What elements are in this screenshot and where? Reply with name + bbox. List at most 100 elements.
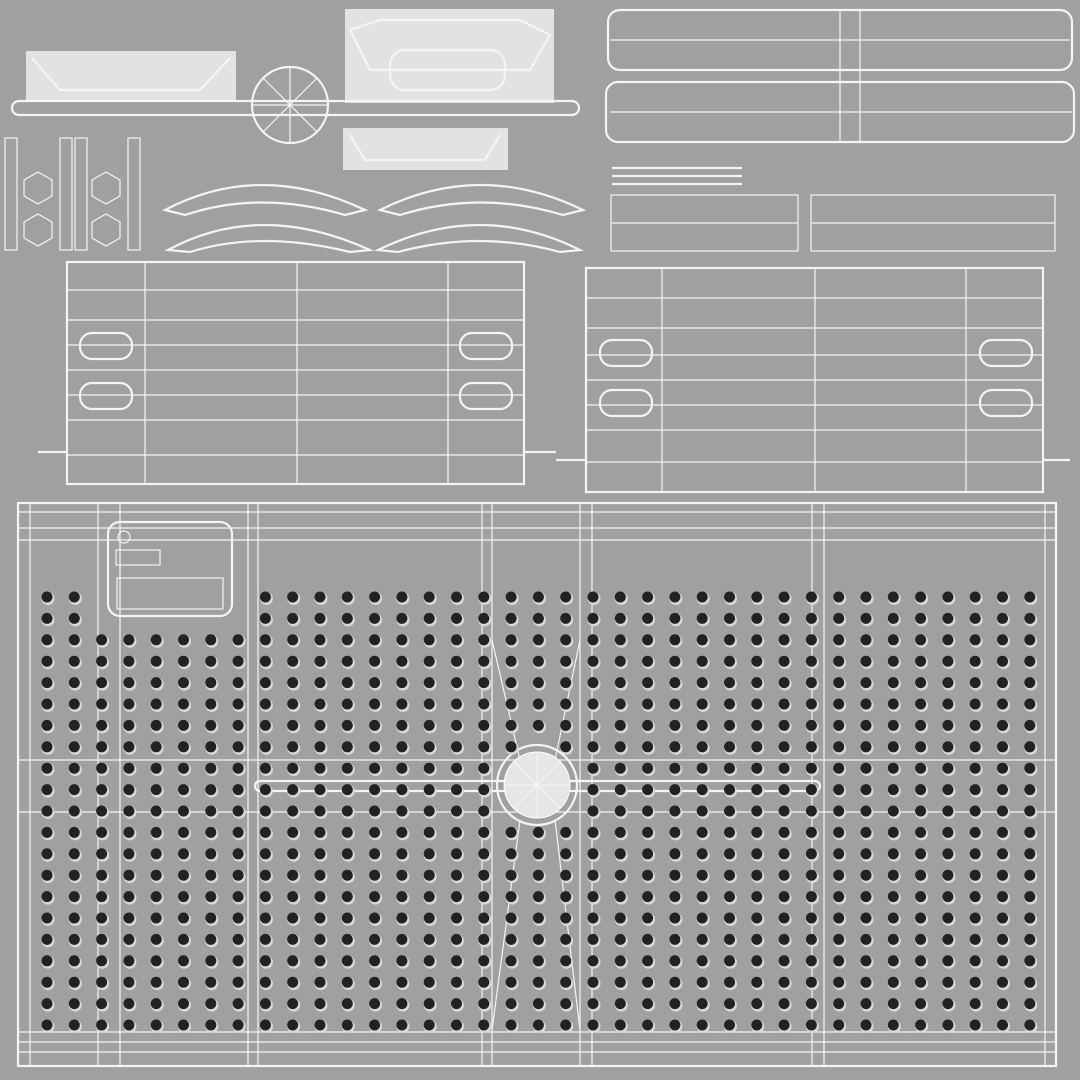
- hole: [396, 1019, 408, 1031]
- hole: [669, 677, 681, 689]
- hole: [614, 741, 626, 753]
- hole: [369, 655, 381, 667]
- hole: [887, 826, 899, 838]
- hole: [614, 719, 626, 731]
- hole: [587, 998, 599, 1010]
- hole: [232, 805, 244, 817]
- hole: [232, 1019, 244, 1031]
- hole: [259, 677, 271, 689]
- hole: [778, 762, 790, 774]
- hole: [232, 869, 244, 881]
- hole: [887, 891, 899, 903]
- hole: [68, 762, 80, 774]
- hole: [942, 591, 954, 603]
- hole: [314, 634, 326, 646]
- hole: [314, 762, 326, 774]
- hole: [478, 891, 490, 903]
- hole: [478, 677, 490, 689]
- hole: [805, 998, 817, 1010]
- hole: [232, 655, 244, 667]
- hole: [1024, 612, 1036, 624]
- center-knob: [495, 743, 579, 827]
- hole: [887, 655, 899, 667]
- hole: [205, 848, 217, 860]
- hole: [642, 848, 654, 860]
- hole: [96, 998, 108, 1010]
- hole: [614, 912, 626, 924]
- hole: [915, 998, 927, 1010]
- hole: [314, 848, 326, 860]
- hole: [396, 591, 408, 603]
- hole: [942, 719, 954, 731]
- hole: [669, 976, 681, 988]
- hole: [915, 634, 927, 646]
- hole: [915, 762, 927, 774]
- hole: [259, 719, 271, 731]
- hole: [532, 719, 544, 731]
- hole: [96, 741, 108, 753]
- hole: [805, 591, 817, 603]
- hole: [478, 741, 490, 753]
- hole: [287, 805, 299, 817]
- hole: [68, 612, 80, 624]
- hole: [724, 677, 735, 689]
- hole: [614, 1019, 626, 1031]
- hole: [997, 719, 1008, 731]
- hole: [1024, 698, 1036, 710]
- hole: [178, 826, 189, 838]
- hole: [778, 998, 790, 1010]
- hole: [969, 677, 981, 689]
- hole: [423, 933, 435, 945]
- hole: [259, 976, 271, 988]
- hole: [915, 912, 927, 924]
- hole: [614, 869, 626, 881]
- hole: [915, 1019, 927, 1031]
- hole: [642, 998, 654, 1010]
- hole: [942, 933, 954, 945]
- hole: [642, 719, 654, 731]
- hole: [642, 612, 654, 624]
- hole: [41, 869, 53, 881]
- hole: [997, 826, 1008, 838]
- hole: [341, 912, 353, 924]
- control-box: [106, 520, 234, 618]
- hole: [287, 826, 299, 838]
- hole: [915, 677, 927, 689]
- hole: [833, 805, 845, 817]
- hole: [369, 955, 381, 967]
- hole: [724, 655, 735, 667]
- hole: [751, 655, 763, 667]
- hole: [696, 612, 708, 624]
- hole: [259, 912, 271, 924]
- hole: [341, 891, 353, 903]
- hole: [341, 933, 353, 945]
- hole: [478, 1019, 490, 1031]
- hole: [805, 762, 817, 774]
- hole: [123, 677, 135, 689]
- hole: [68, 655, 80, 667]
- hole: [68, 869, 80, 881]
- hole: [205, 955, 217, 967]
- hole: [369, 612, 381, 624]
- hole: [860, 698, 872, 710]
- hole: [314, 677, 326, 689]
- hole: [341, 762, 353, 774]
- hole: [478, 634, 490, 646]
- hole: [669, 762, 681, 774]
- hole: [751, 762, 763, 774]
- hole: [642, 762, 654, 774]
- hole: [451, 677, 462, 689]
- hole: [860, 591, 872, 603]
- hole: [778, 869, 790, 881]
- hole: [997, 612, 1008, 624]
- hole: [724, 784, 735, 796]
- hole: [805, 698, 817, 710]
- hole: [532, 955, 544, 967]
- hole: [887, 848, 899, 860]
- hole: [997, 655, 1008, 667]
- hole: [614, 698, 626, 710]
- hole: [915, 955, 927, 967]
- hole: [696, 955, 708, 967]
- hole: [205, 805, 217, 817]
- hole: [942, 955, 954, 967]
